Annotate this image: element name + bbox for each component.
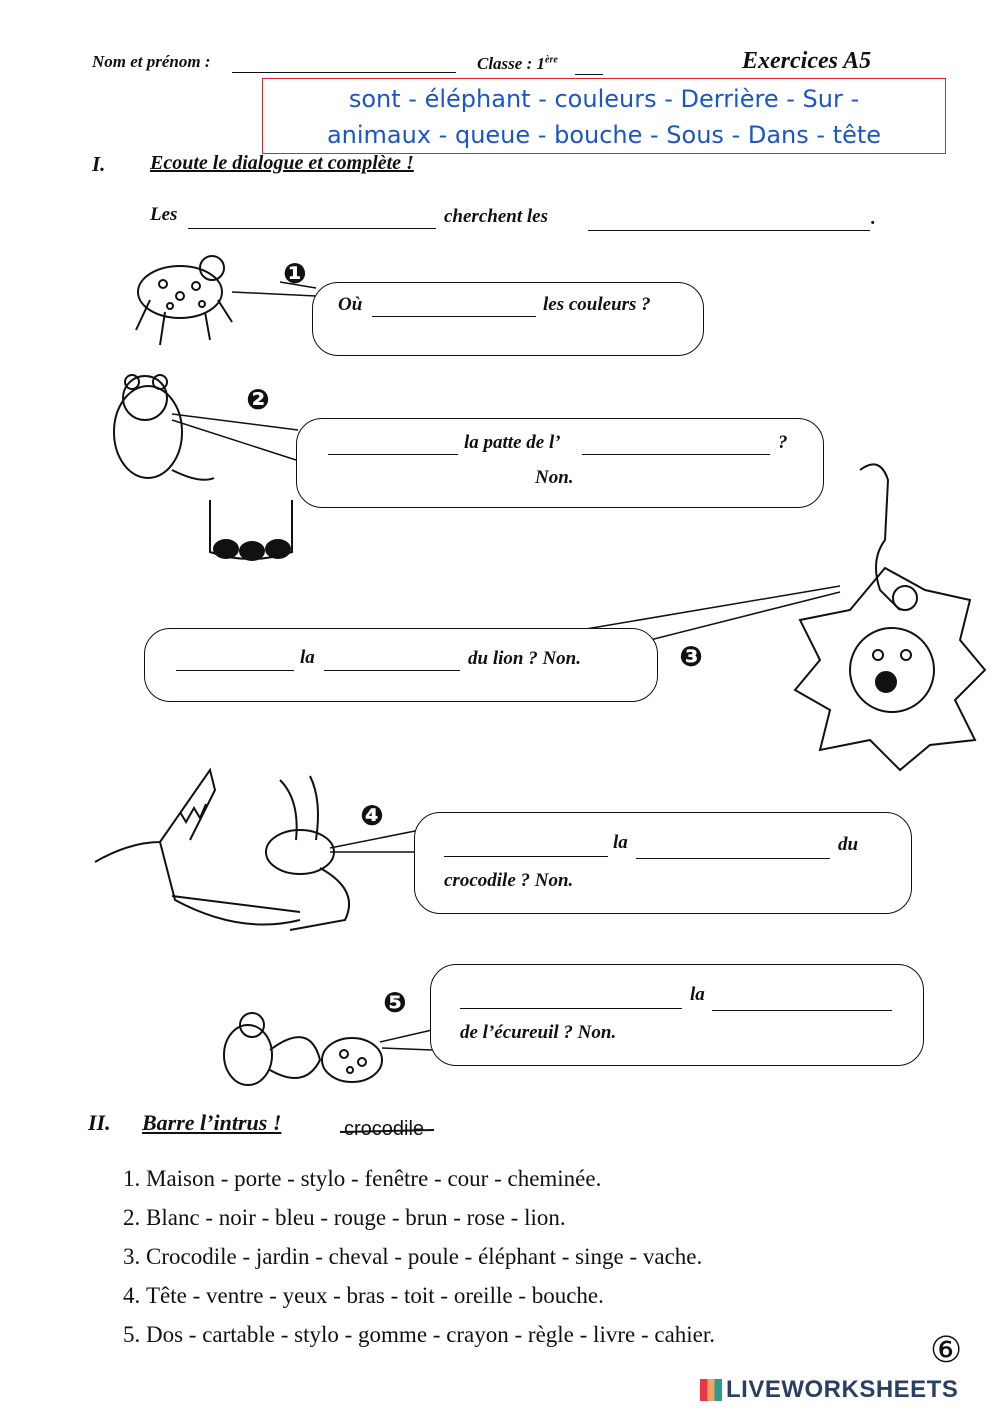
liveworksheets-logo: LIVEWORKSHEETS	[700, 1376, 958, 1404]
speech-bubble-4	[414, 812, 912, 914]
intro-end: .	[871, 208, 876, 229]
odd-one-out-list: Maison - porte - stylo - fenêtre - cour …	[110, 1166, 966, 1361]
class-label-sup: ère	[545, 54, 558, 66]
intro-blank-1[interactable]	[188, 210, 436, 229]
bubble-2-blank-2[interactable]	[582, 436, 770, 455]
speech-bubble-5	[430, 964, 924, 1066]
speech-bubble-2	[296, 418, 824, 508]
marker-5: ❺	[383, 986, 407, 1019]
intro-blank-2[interactable]	[588, 212, 870, 231]
bubble-2-text-b: ?	[778, 432, 788, 453]
list-item[interactable]: Maison - porte - stylo - fenêtre - cour …	[146, 1166, 966, 1192]
bubble-2-blank-1[interactable]	[328, 436, 458, 455]
lion-icon	[793, 463, 987, 772]
bubble-5-blank-2[interactable]	[712, 992, 892, 1011]
marker-3: ❸	[679, 640, 703, 673]
bubble-4-blank-2[interactable]	[636, 840, 830, 859]
bubble-2-text-a: la patte de l’	[464, 432, 561, 453]
marker-4: ❹	[360, 799, 384, 832]
name-field[interactable]	[232, 54, 456, 73]
frog-small-icon	[321, 1037, 383, 1083]
section2-roman: II.	[88, 1110, 111, 1135]
example-struck-word: crocodile	[344, 1118, 425, 1140]
bubble-5-text-b: de l’écureuil ? Non.	[460, 1022, 617, 1043]
marker-1: ❶	[283, 257, 307, 290]
class-label-text: Classe : 1	[477, 54, 545, 73]
logo-text: LIVEWORKSHEETS	[726, 1376, 959, 1403]
bubble-3-blank-1[interactable]	[176, 652, 294, 671]
section1-title: Ecoute le dialogue et complète !	[150, 152, 414, 174]
list-item[interactable]: Crocodile - jardin - cheval - poule - él…	[146, 1244, 966, 1270]
section2-title: Barre l’intrus !	[142, 1110, 282, 1135]
bubble-5-text-a: la	[690, 984, 705, 1005]
marker-2: ❷	[246, 383, 270, 416]
bubble-5-blank-1[interactable]	[460, 990, 682, 1009]
intro-cherchent: cherchent les	[444, 206, 548, 227]
list-item[interactable]: Dos - cartable - stylo - gomme - crayon …	[146, 1322, 966, 1348]
intro-les: Les	[150, 204, 178, 225]
squirrel-icon	[223, 1012, 322, 1086]
list-item[interactable]: Blanc - noir - bleu - rouge - brun - ros…	[146, 1205, 966, 1231]
bubble-3-text-a: la	[300, 647, 315, 668]
elephant-foot-icon	[209, 500, 293, 561]
bubble-3-blank-2[interactable]	[324, 652, 460, 671]
bubble-1-text-b: les couleurs ?	[543, 294, 651, 315]
bubble-3-text-b: du lion ? Non.	[468, 648, 581, 669]
logo-mark-icon	[700, 1379, 722, 1401]
bubble-1-blank[interactable]	[372, 298, 536, 317]
bubble-4-text-c: crocodile ? Non.	[444, 870, 574, 891]
rabbit-icon	[265, 775, 350, 931]
crocodile-icon	[94, 767, 301, 926]
frog-icon	[135, 255, 233, 346]
word-bank: sont - éléphant - couleurs - Derrière - …	[262, 78, 946, 154]
speech-bubble-1	[312, 282, 704, 356]
section1-roman: I.	[92, 152, 106, 176]
page-marker: ⑥	[930, 1330, 963, 1371]
bubble-1-text-a: Où	[338, 294, 363, 315]
bubble-4-text-b: du	[838, 834, 859, 855]
bubble-4-blank-1[interactable]	[444, 838, 608, 857]
name-label: Nom et prénom :	[92, 52, 211, 71]
class-field[interactable]	[575, 56, 603, 75]
list-item[interactable]: Tête - ventre - yeux - bras - toit - ore…	[146, 1283, 966, 1309]
class-label: Classe : 1ère	[477, 54, 558, 74]
word-bank-line-2: animaux - queue - bouche - Sous - Dans -…	[326, 121, 882, 149]
bubble-4-text-a: la	[613, 832, 628, 853]
exercise-title: Exercices A5	[742, 48, 872, 74]
word-bank-line-1: sont - éléphant - couleurs - Derrière - …	[348, 85, 860, 113]
hamster-icon	[113, 374, 215, 481]
bubble-2-text-c: Non.	[535, 467, 574, 488]
